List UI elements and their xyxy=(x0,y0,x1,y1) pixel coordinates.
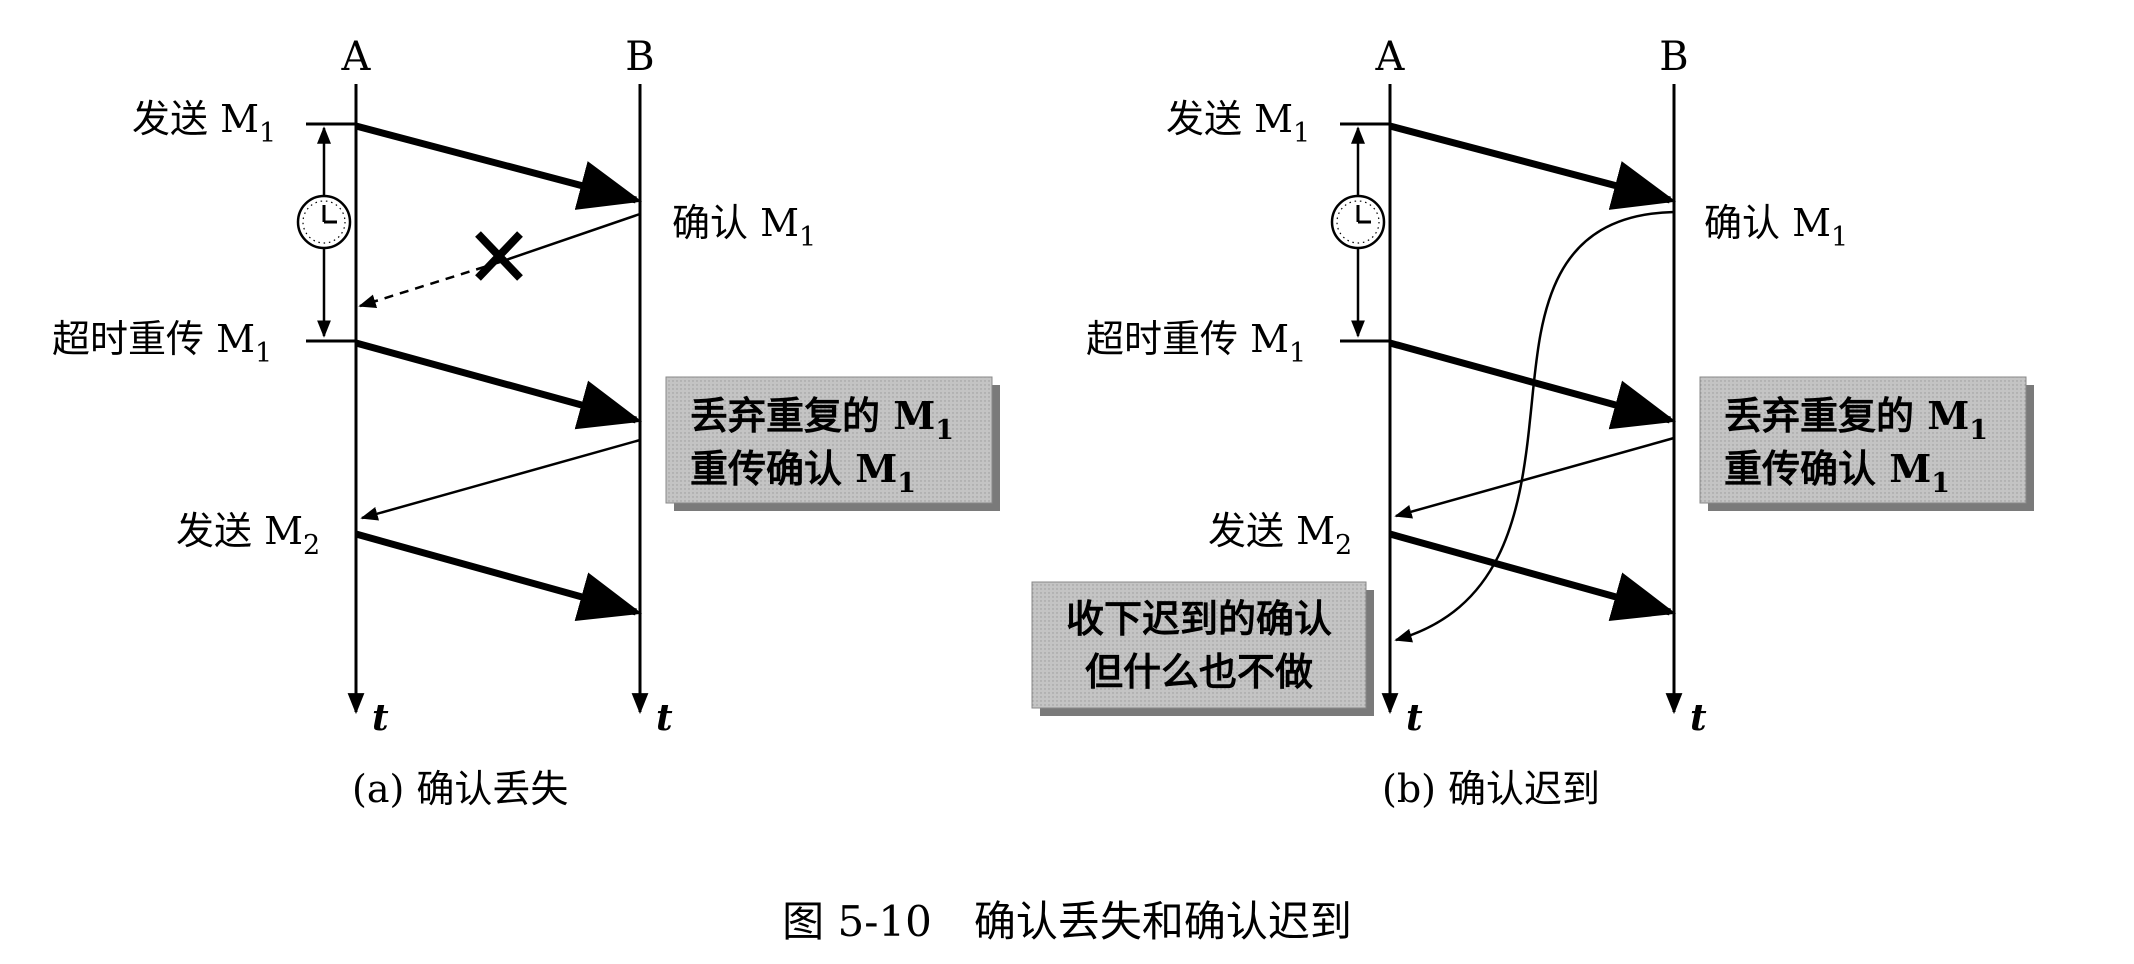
label-send-m1: 发送 M1 xyxy=(1166,97,1310,149)
node-b-label: B xyxy=(625,34,654,80)
clock-icon xyxy=(296,194,352,250)
msg-send-m1 xyxy=(1389,122,1677,210)
msg-send-m2 xyxy=(1389,530,1677,622)
box-line-2: 重传确认 M1 xyxy=(1724,446,1950,499)
late-box-line-1: 收下迟到的确认 xyxy=(1066,596,1332,641)
discard-duplicate-box: 丢弃重复的 M1 重传确认 M1 xyxy=(665,376,1000,511)
clock-icon xyxy=(1330,194,1386,250)
msg-delayed-ack-m1 xyxy=(1394,210,1675,643)
time-label-b: t xyxy=(1690,697,1707,739)
msg-ack-m1-solid xyxy=(499,212,641,264)
label-ack-m1: 确认 M1 xyxy=(1704,201,1848,253)
msg-re-ack-m1 xyxy=(360,438,641,521)
label-ack-m1: 确认 M1 xyxy=(672,201,816,253)
msg-re-ack-m1 xyxy=(1394,436,1675,519)
label-send-m2: 发送 M2 xyxy=(176,509,320,561)
label-send-m1: 发送 M1 xyxy=(132,97,276,149)
panel-a: A B t t 发送 M1 超时重传 M1 发送 M2 确认 M1 xyxy=(52,34,1000,811)
time-label-a: t xyxy=(1406,697,1423,739)
msg-retransmit-m1 xyxy=(1389,339,1677,430)
time-label-a: t xyxy=(372,697,389,739)
box-line-2: 重传确认 M1 xyxy=(690,446,916,499)
late-ack-box: 收下迟到的确认 但什么也不做 xyxy=(1031,581,1374,716)
time-label-b: t xyxy=(656,697,673,739)
panel-b: A B t t 发送 M1 超时重传 M1 发送 M2 确认 M1 丢弃重复的 … xyxy=(1031,34,2034,811)
node-a-label: A xyxy=(341,34,372,80)
msg-retransmit-m1 xyxy=(355,339,643,430)
label-send-m2: 发送 M2 xyxy=(1208,509,1352,561)
msg-ack-m1-lost xyxy=(358,260,501,308)
discard-duplicate-box: 丢弃重复的 M1 重传确认 M1 xyxy=(1699,376,2034,511)
figure-caption: 图 5-10 确认丢失和确认迟到 xyxy=(782,897,1352,946)
msg-send-m2 xyxy=(355,530,643,622)
late-box-line-2: 但什么也不做 xyxy=(1085,649,1313,694)
msg-send-m1 xyxy=(355,122,643,210)
box-line-1: 丢弃重复的 M1 xyxy=(1724,393,1988,446)
caption-a: (a) 确认丢失 xyxy=(352,767,568,811)
label-timeout-retransmit: 超时重传 M1 xyxy=(52,317,272,369)
caption-b: (b) 确认迟到 xyxy=(1382,767,1600,811)
x-mark-icon xyxy=(475,231,523,281)
label-timeout-retransmit: 超时重传 M1 xyxy=(1086,317,1306,369)
node-b-label: B xyxy=(1659,34,1688,80)
box-line-1: 丢弃重复的 M1 xyxy=(690,393,954,446)
node-a-label: A xyxy=(1375,34,1406,80)
